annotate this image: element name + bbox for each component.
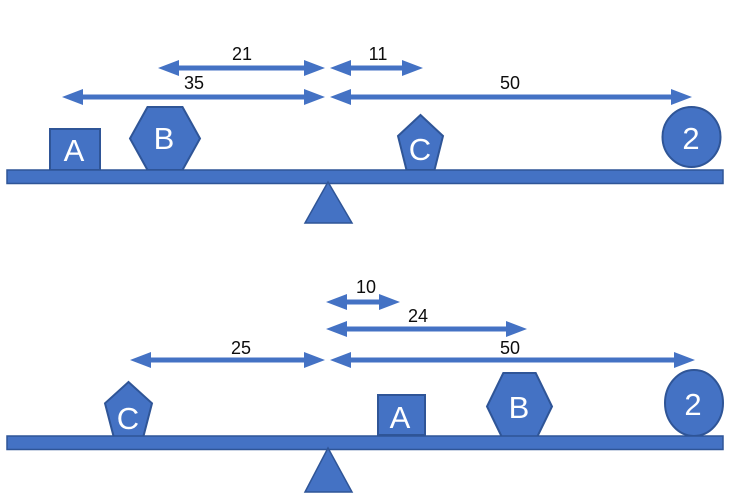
weight-label: B [509, 390, 530, 425]
lever-beam [6, 435, 724, 451]
dimension-arrow-top-outer-left: 35 [62, 73, 325, 105]
fulcrum-triangle [303, 446, 354, 493]
weight-label: 2 [684, 387, 701, 422]
arrow-head-left-icon [158, 60, 179, 76]
arrow-head-left-icon [326, 294, 347, 310]
weight-hexagon-b: B [485, 372, 554, 441]
dimension-arrow-bottom-inner-right: 10 [326, 277, 400, 310]
dimension-label: 24 [408, 306, 428, 326]
dimension-label: 50 [500, 73, 520, 93]
arrow-head-right-icon [402, 60, 423, 76]
bottom-balance-diagram: 10 24 25 50 [6, 277, 724, 493]
weight-label: B [154, 121, 175, 156]
dimension-label: 50 [500, 338, 520, 358]
circle-shape [661, 106, 722, 168]
weight-pentagon-c: C [396, 113, 445, 171]
arrow-head-right-icon [304, 89, 325, 105]
weight-label: C [409, 132, 431, 167]
weight-label: C [117, 401, 139, 436]
dimension-label: 35 [184, 73, 204, 93]
weight-pentagon-c: C [103, 380, 154, 439]
arrow-head-right-icon [304, 352, 325, 368]
dimension-arrow-bottom-outer-left: 25 [130, 338, 325, 368]
arrow-head-left-icon [330, 60, 351, 76]
arrow-head-left-icon [330, 89, 351, 105]
weight-circle-2: 2 [664, 369, 724, 437]
arrow-head-left-icon [330, 352, 351, 368]
fulcrum-triangle [303, 180, 354, 224]
square-shape [49, 128, 101, 171]
arrow-head-left-icon [326, 321, 347, 337]
arrow-head-right-icon [304, 60, 325, 76]
dimension-arrow-top-inner-left: 21 [158, 44, 325, 76]
weight-label: A [64, 133, 85, 168]
dimension-arrow-bottom-outer-right: 50 [330, 338, 695, 368]
weight-circle-2: 2 [661, 106, 722, 168]
arrow-head-left-icon [130, 352, 151, 368]
dimension-label: 10 [356, 277, 376, 297]
dimension-arrow-top-inner-right: 11 [330, 44, 423, 76]
lever-beam [6, 169, 724, 185]
arrow-head-right-icon [506, 321, 527, 337]
dimension-arrow-top-outer-right: 50 [330, 73, 692, 105]
weight-hexagon-b: B [128, 106, 202, 171]
dimension-label: 25 [231, 338, 251, 358]
top-balance-diagram: 21 11 35 50 [6, 44, 724, 224]
dimension-label: 21 [232, 44, 252, 64]
dimension-label: 11 [369, 44, 388, 64]
arrow-head-right-icon [674, 352, 695, 368]
arrow-head-right-icon [671, 89, 692, 105]
dimension-arrow-bottom-middle-right: 24 [326, 306, 527, 337]
weight-label: A [390, 400, 411, 435]
weight-square-a: A [377, 394, 426, 436]
weight-square-a: A [49, 128, 101, 171]
square-shape [377, 394, 426, 436]
weight-label: 2 [682, 121, 699, 156]
arrow-head-right-icon [379, 294, 400, 310]
arrow-head-left-icon [62, 89, 83, 105]
